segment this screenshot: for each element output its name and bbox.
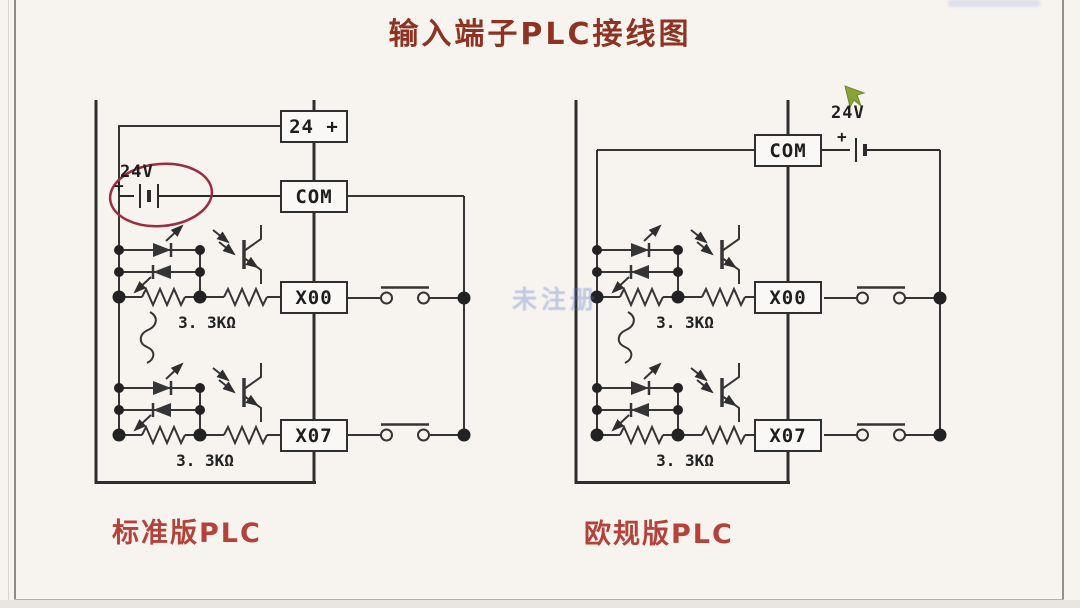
page-left-edge — [14, 0, 16, 608]
caption-standard-plc: 标准版PLC — [112, 518, 262, 549]
page-bottom-rule — [14, 599, 1064, 600]
battery-24v-european — [822, 138, 940, 162]
highlight-ellipse — [108, 162, 214, 228]
battery-plus-label-standard: + — [114, 176, 124, 195]
mouse-cursor-green — [844, 85, 866, 109]
wire-24plus — [118, 125, 280, 196]
optocoupler-input-x07 — [591, 363, 761, 443]
optocoupler-input-x00 — [591, 225, 761, 305]
page-bottom-band — [0, 600, 1080, 608]
resistor-label-x07-standard: 3. 3KΩ — [176, 451, 234, 470]
break-squiggle — [139, 311, 157, 364]
input-switch-x00 — [822, 286, 948, 306]
terminal-com-standard: COM — [280, 180, 348, 213]
battery-voltage-label-european: 24V — [831, 103, 865, 123]
optocoupler-input-x00 — [113, 225, 283, 305]
terminal-x00-standard: X00 — [280, 281, 348, 314]
optocoupler-input-x07 — [113, 363, 283, 443]
input-switch-x07 — [822, 423, 948, 443]
page-right-edge — [1062, 0, 1064, 608]
input-switch-x07 — [346, 423, 472, 443]
resistor-label-x00-standard: 3. 3KΩ — [178, 313, 236, 332]
terminal-24plus-standard: 24 + — [280, 110, 348, 143]
page-left-edge-light — [8, 0, 9, 608]
caption-european-plc: 欧规版PLC — [584, 519, 734, 550]
input-switch-x00 — [346, 286, 472, 306]
terminal-x00-european: X00 — [754, 281, 822, 314]
break-squiggle — [617, 311, 635, 364]
resistor-label-x07-european: 3. 3KΩ — [656, 451, 714, 470]
page-title: 输入端子PLC接线图 — [388, 17, 692, 52]
terminal-com-european: COM — [754, 134, 822, 167]
battery-24v-standard — [119, 184, 280, 208]
battery-plus-label-european: + — [837, 127, 847, 146]
terminal-x07-european: X07 — [754, 419, 822, 452]
resistor-label-x00-european: 3. 3KΩ — [656, 313, 714, 332]
battery-voltage-label-standard: 24V — [120, 162, 154, 182]
center-watermark: 未注册 — [512, 285, 600, 314]
terminal-x07-standard: X07 — [280, 419, 348, 452]
top-right-watermark-smudge — [948, 0, 1040, 7]
